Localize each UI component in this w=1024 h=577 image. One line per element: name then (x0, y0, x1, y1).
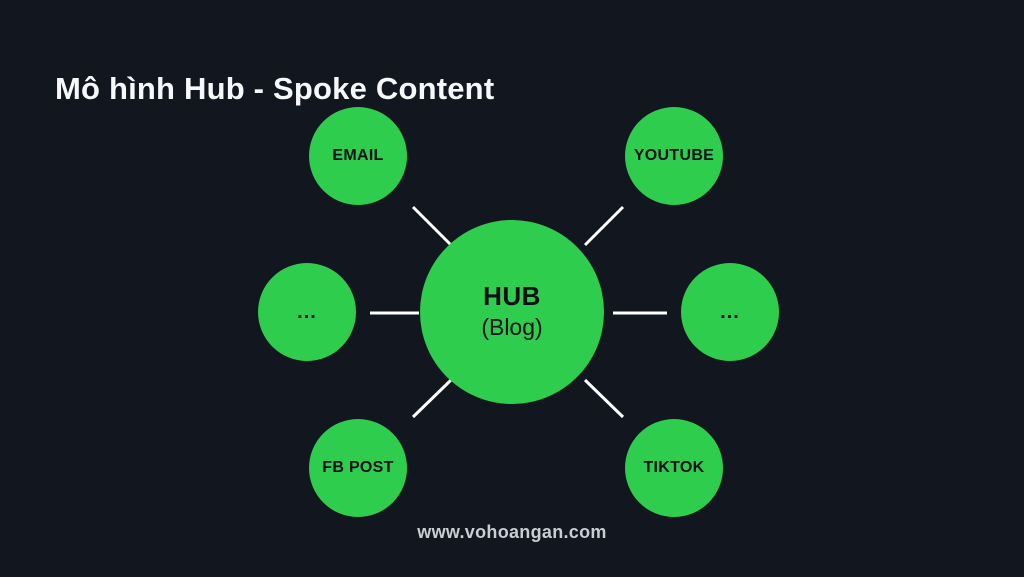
spoke-label-tiktok: TIKTOK (643, 459, 705, 477)
spoke-label-email: EMAIL (332, 147, 384, 165)
connector-hub-fb-post (411, 378, 453, 419)
footer-url: www.vohoangan.com (417, 522, 607, 542)
spoke-node-youtube: YOUTUBE (625, 107, 723, 205)
hub-node-title: HUB (483, 280, 541, 311)
spoke-node-fb-post: FB POST (309, 419, 407, 517)
spoke-node-more-right: ... (681, 263, 779, 361)
connector-hub-youtube (583, 205, 625, 247)
hub-node: HUB (Blog) (420, 220, 604, 404)
spoke-label-more-left: ... (297, 301, 317, 323)
page-title: Mô hình Hub - Spoke Content (55, 70, 495, 106)
hub-node-subtitle: (Blog) (481, 314, 543, 341)
spoke-label-youtube: YOUTUBE (633, 147, 715, 165)
spoke-label-fb-post: FB POST (322, 459, 394, 477)
spoke-node-tiktok: TIKTOK (625, 419, 723, 517)
spoke-label-more-right: ... (720, 301, 740, 323)
spoke-node-more-left: ... (258, 263, 356, 361)
spoke-node-email: EMAIL (309, 107, 407, 205)
connector-hub-email (411, 205, 453, 247)
connector-hub-tiktok (583, 378, 625, 419)
